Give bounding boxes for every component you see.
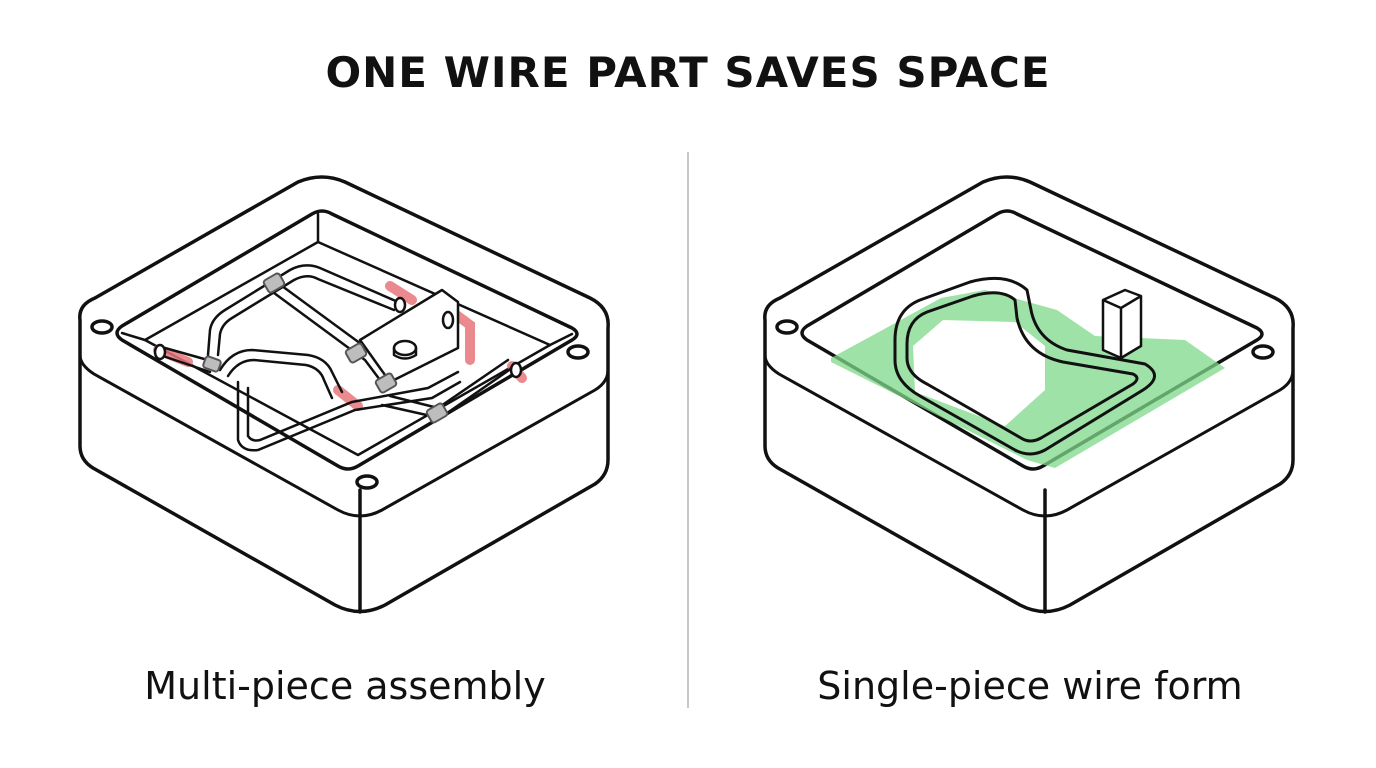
wire-piece	[206, 264, 400, 357]
wire-end	[393, 296, 407, 314]
standoff	[392, 339, 418, 357]
wire-piece	[218, 348, 344, 394]
page-title: ONE WIRE PART SAVES SPACE	[325, 48, 1051, 97]
rim-inner-edge	[800, 209, 1264, 471]
crimp-joint	[202, 355, 222, 373]
crimp-joint	[344, 342, 368, 364]
screw-hole	[355, 474, 379, 490]
screw-hole	[566, 344, 590, 360]
wire-piece	[236, 380, 462, 452]
caption-multi-piece: Multi-piece assembly	[144, 664, 546, 708]
rim-inner-edge	[115, 209, 579, 471]
wire-end	[153, 343, 167, 361]
single-piece-wire-form-illustration	[763, 175, 1295, 614]
caption-single-piece: Single-piece wire form	[817, 664, 1243, 708]
wire-piece	[268, 288, 382, 382]
wire-form	[893, 276, 1156, 456]
screw-hole	[1251, 344, 1275, 360]
panel-divider	[687, 152, 689, 708]
crimp-joint	[262, 272, 286, 294]
multi-piece-assembly-illustration	[78, 175, 610, 614]
crimp-joint	[425, 402, 449, 424]
screw-hole	[775, 319, 799, 335]
wire-end	[509, 361, 523, 379]
screw-hole	[90, 319, 114, 335]
crimp-joint	[374, 372, 398, 394]
